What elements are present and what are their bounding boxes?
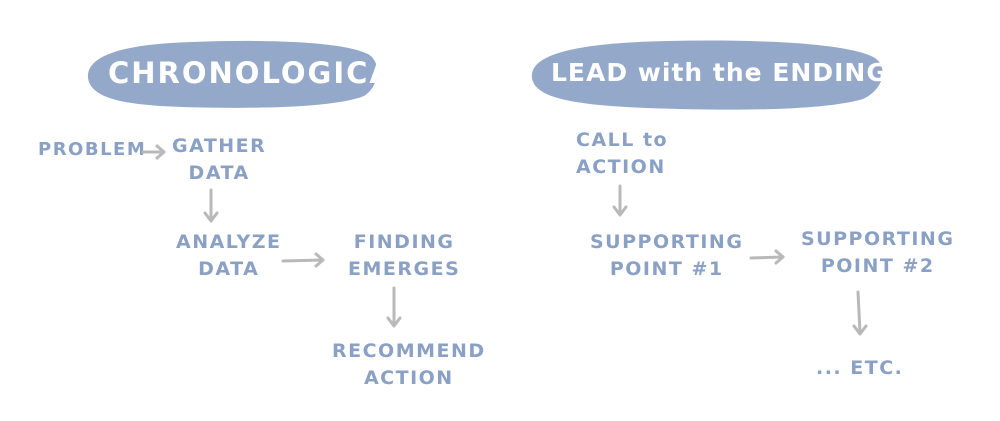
node-recommend-action-line2: ACTION [363,367,454,389]
chronological-title-blob [82,38,382,110]
node-finding-emerges-line1: FINDING [353,231,455,253]
arrow-down-icon [612,184,628,217]
node-analyze-data: ANALYZE DATA [176,229,281,283]
node-etc: ... ETC. [816,355,903,382]
node-finding-emerges: FINDING EMERGES [348,229,460,283]
node-analyze-data-line1: ANALYZE [176,231,282,253]
lead-with-ending-title: LEAD with the ENDING [551,58,888,87]
node-analyze-data-line2: DATA [198,258,260,280]
node-gather-data-line1: GATHER [172,135,267,157]
node-supporting-point-2: SUPPORTING POINT #2 [801,226,954,280]
node-supporting-point-2-line1: SUPPORTING [801,228,955,250]
arrow-right-icon [281,252,325,268]
chronological-title: CHRONOLOGICAL [108,56,415,90]
node-supporting-point-1: SUPPORTING POINT #1 [590,229,743,283]
node-finding-emerges-line2: EMERGES [348,258,461,280]
node-call-to-action-line2: ACTION [576,156,666,178]
node-supporting-point-1-line1: SUPPORTING [590,231,744,253]
node-etc-label: ... ETC. [816,357,904,379]
arrow-right-icon [141,144,166,160]
arrow-down-icon [386,286,402,328]
lead-with-ending-title-blob [527,38,889,112]
node-problem-label: PROBLEM [38,139,147,160]
node-recommend-action: RECOMMEND ACTION [332,338,486,392]
arrow-right-icon [749,249,785,265]
node-supporting-point-1-line2: POINT #1 [609,258,724,280]
node-supporting-point-2-line2: POINT #2 [820,255,935,277]
node-gather-data-line2: DATA [188,162,250,184]
node-recommend-action-line1: RECOMMEND [332,340,486,362]
node-call-to-action-line1: CALL to [576,129,669,151]
arrow-down-icon [203,188,219,223]
arrow-down-icon [852,290,868,336]
node-problem: PROBLEM [38,136,146,163]
node-call-to-action: CALL to ACTION [576,127,668,181]
node-gather-data: GATHER DATA [172,133,266,187]
